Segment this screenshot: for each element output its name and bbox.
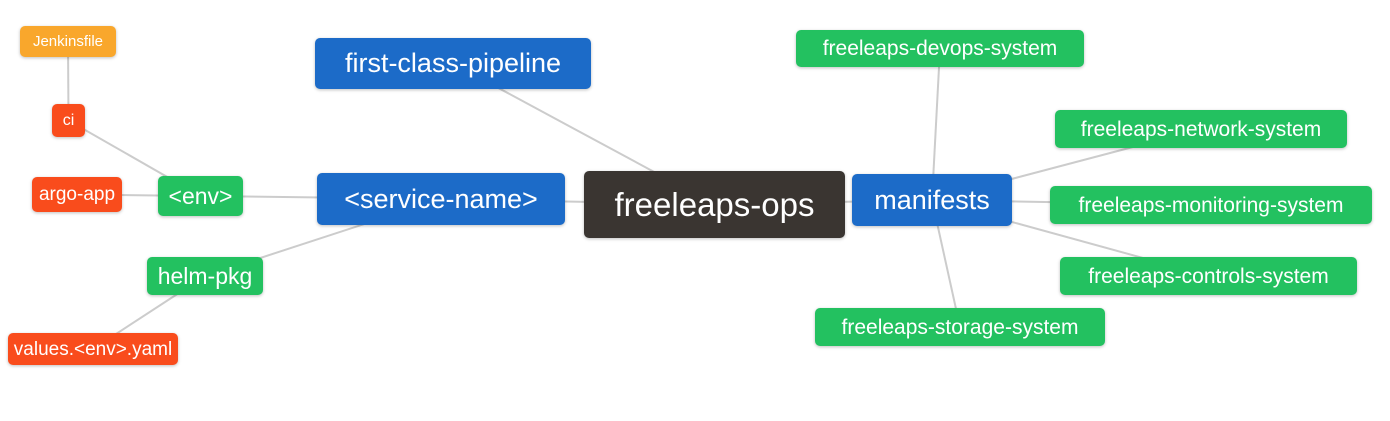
node-jenkinsfile[interactable]: Jenkinsfile [20, 26, 116, 57]
node-devops-system[interactable]: freeleaps-devops-system [796, 30, 1084, 67]
node-label: freeleaps-network-system [1080, 117, 1322, 141]
node-label: freeleaps-ops [614, 186, 815, 223]
node-monitoring-system[interactable]: freeleaps-monitoring-system [1050, 186, 1372, 224]
node-label: <service-name> [344, 183, 538, 214]
node-argo-app[interactable]: argo-app [32, 177, 122, 212]
node-env[interactable]: <env> [158, 176, 243, 216]
node-helm-pkg[interactable]: helm-pkg [147, 257, 263, 295]
node-label: freeleaps-controls-system [1088, 264, 1329, 288]
node-label: manifests [874, 184, 990, 215]
node-first-class-pipeline[interactable]: first-class-pipeline [315, 38, 591, 89]
node-label: <env> [168, 182, 233, 209]
node-label: helm-pkg [157, 262, 253, 289]
node-manifests[interactable]: manifests [852, 174, 1012, 226]
node-network-system[interactable]: freeleaps-network-system [1055, 110, 1347, 148]
node-storage-system[interactable]: freeleaps-storage-system [815, 308, 1105, 346]
node-ci[interactable]: ci [52, 104, 85, 137]
node-service-name[interactable]: <service-name> [317, 173, 565, 225]
node-label: freeleaps-monitoring-system [1078, 193, 1344, 217]
node-label: first-class-pipeline [344, 48, 562, 78]
node-controls-system[interactable]: freeleaps-controls-system [1060, 257, 1357, 295]
node-label: ci [62, 111, 75, 129]
node-label: Jenkinsfile [32, 33, 104, 50]
node-label: values.<env>.yaml [13, 338, 173, 360]
node-freeleaps-ops[interactable]: freeleaps-ops [584, 171, 845, 238]
node-label: freeleaps-storage-system [841, 315, 1079, 339]
node-values-env-yaml[interactable]: values.<env>.yaml [8, 333, 178, 365]
node-label: argo-app [38, 184, 116, 205]
node-label: freeleaps-devops-system [822, 37, 1058, 60]
